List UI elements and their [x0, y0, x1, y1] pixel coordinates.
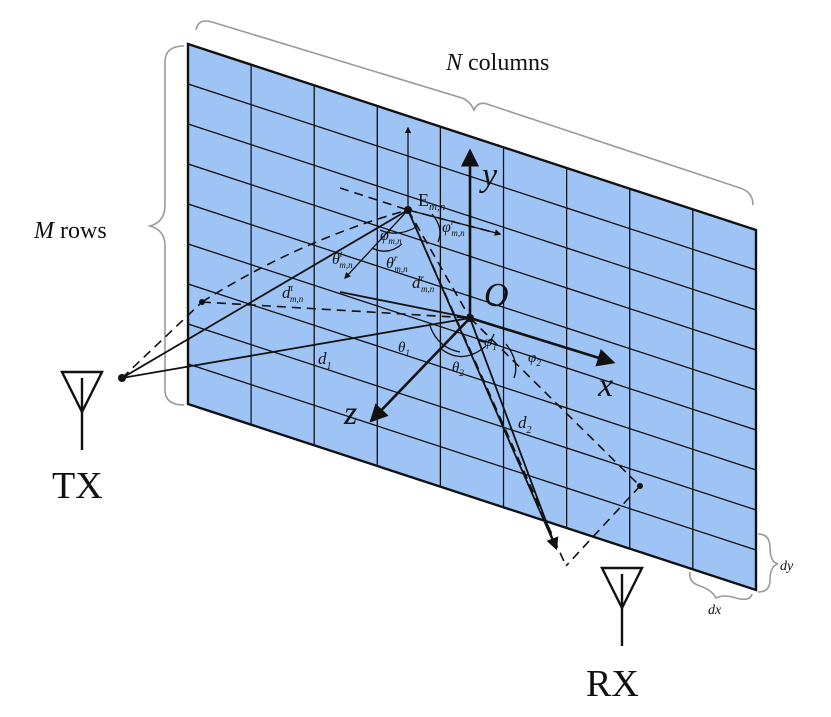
- ray-tx-to-element: [121, 209, 409, 379]
- rx-dashed-right: [469, 317, 641, 487]
- x-axis-label: x: [597, 367, 613, 404]
- arc-theta1: [429, 325, 461, 353]
- surface-outline: [186, 42, 758, 592]
- d1-label: d1: [318, 349, 332, 372]
- dy-label: dy: [780, 559, 794, 574]
- tx-dashed-up: [121, 301, 203, 379]
- d2-label: d2: [518, 413, 532, 436]
- y-axis-label: y: [479, 157, 498, 194]
- surface-grid: [187, 43, 757, 591]
- tx-label: TX: [52, 465, 103, 507]
- local-dashed-y: [339, 187, 409, 211]
- rx-label: RX: [586, 663, 639, 705]
- rows-brace: [146, 45, 185, 406]
- rx-projection-dot: [637, 483, 643, 489]
- x-axis-line: [469, 316, 616, 367]
- arc-phi1: [477, 333, 495, 343]
- element-label: Em,n: [418, 190, 446, 213]
- phi2-label: φ2: [528, 350, 541, 368]
- origin-label: O: [484, 277, 509, 314]
- dx-brace: [688, 571, 753, 601]
- tx-node: [118, 374, 126, 382]
- rows-label: M rows: [33, 218, 107, 244]
- arc-phi-r: [431, 213, 441, 243]
- dy-brace: [757, 533, 779, 593]
- arc-phi2: [505, 343, 517, 379]
- local-dashed-x: [407, 209, 501, 235]
- ray-origin-to-rx: [469, 317, 559, 551]
- tx-projection-dot: [199, 299, 205, 305]
- element-node: [404, 206, 412, 214]
- tx-antenna-icon: [60, 370, 104, 450]
- rx-dashed-element: [407, 209, 567, 567]
- theta2-label: θ2: [452, 360, 464, 378]
- columns-brace: [195, 20, 754, 206]
- arc-theta2: [439, 345, 487, 358]
- origin-node: [466, 314, 474, 322]
- columns-label: N columns: [445, 50, 549, 76]
- phi1-label: φ1: [484, 334, 497, 352]
- local-dashed-drop: [407, 209, 471, 319]
- z-axis-label: z: [343, 395, 357, 432]
- tx-dashed-to-element: [201, 209, 409, 303]
- ray-tx-to-origin: [121, 317, 471, 379]
- local-z-axis: [344, 209, 409, 279]
- dx-label: dx: [708, 603, 722, 618]
- z-axis-line: [369, 317, 471, 423]
- rx-antenna-icon: [600, 566, 644, 646]
- element-to-dtmn: [339, 291, 471, 319]
- arc-phi-t: [379, 225, 419, 234]
- theta1-label: θ1: [398, 340, 410, 358]
- arc-theta-t: [371, 243, 403, 252]
- rx-dashed-bottom: [565, 485, 641, 567]
